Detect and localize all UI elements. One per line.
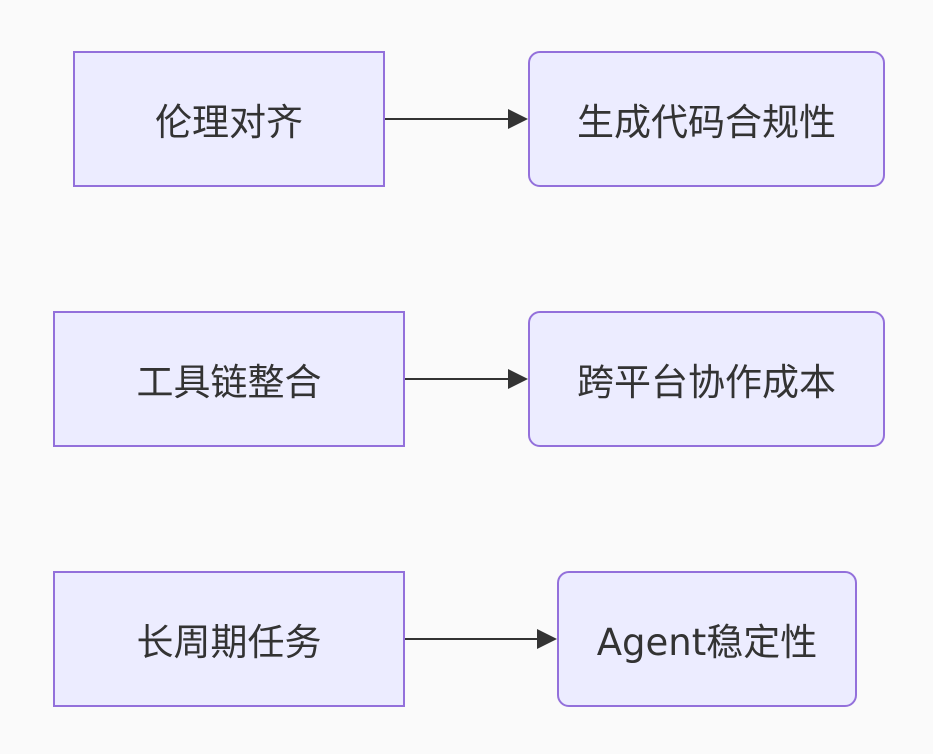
node-agent-stability[interactable]: Agent稳定性 [557, 571, 857, 707]
node-long-cycle-task[interactable]: 长周期任务 [53, 571, 405, 707]
node-label: 长周期任务 [136, 621, 322, 664]
node-cross-platform-cost[interactable]: 跨平台协作成本 [528, 311, 885, 447]
node-label: 伦理对齐 [155, 101, 303, 144]
node-ethics-alignment[interactable]: 伦理对齐 [73, 51, 385, 187]
node-label: 工具链整合 [136, 361, 322, 404]
node-code-compliance[interactable]: 生成代码合规性 [528, 51, 885, 187]
node-label: Agent稳定性 [596, 621, 818, 664]
node-label: 跨平台协作成本 [577, 361, 836, 404]
node-toolchain-integration[interactable]: 工具链整合 [53, 311, 405, 447]
node-label: 生成代码合规性 [577, 101, 836, 144]
